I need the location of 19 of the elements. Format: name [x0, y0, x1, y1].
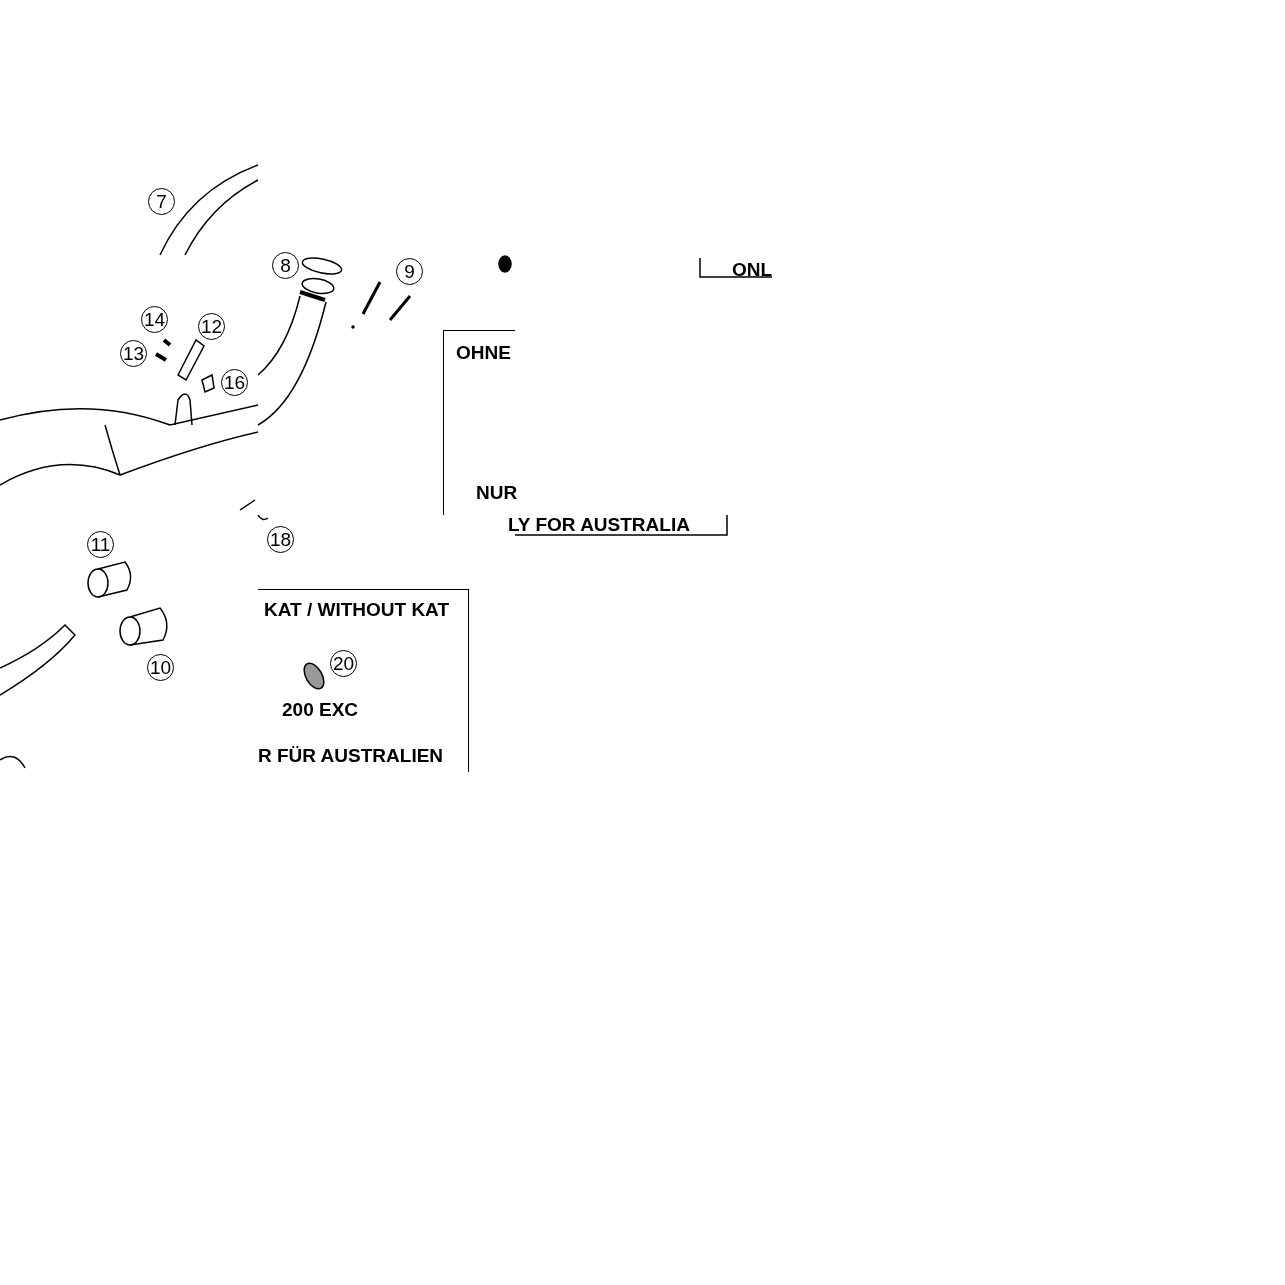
callout-number: 8	[272, 252, 299, 279]
callout-number: 13	[120, 340, 147, 367]
note-text: LY FOR AUSTRALIA	[508, 513, 690, 537]
callout-number: 9	[396, 258, 423, 285]
callout-number: 14	[141, 306, 168, 333]
callout-number: 10	[147, 654, 174, 681]
note-text: ONL	[732, 258, 773, 282]
note-text: NUR	[476, 481, 518, 505]
note-frame	[443, 330, 515, 515]
callout-number: 16	[221, 369, 248, 396]
note-text: OHNE	[456, 341, 511, 365]
callout-number: 12	[198, 313, 225, 340]
note-text: 200 EXC	[282, 698, 359, 722]
callout-number: 20	[330, 650, 357, 677]
callout-number: 7	[148, 188, 175, 215]
callout-number: 11	[87, 531, 114, 558]
note-text: R FÜR AUSTRALIEN	[258, 744, 444, 768]
callout-number: 18	[267, 526, 294, 553]
note-text: KAT / WITHOUT KAT	[264, 598, 450, 622]
